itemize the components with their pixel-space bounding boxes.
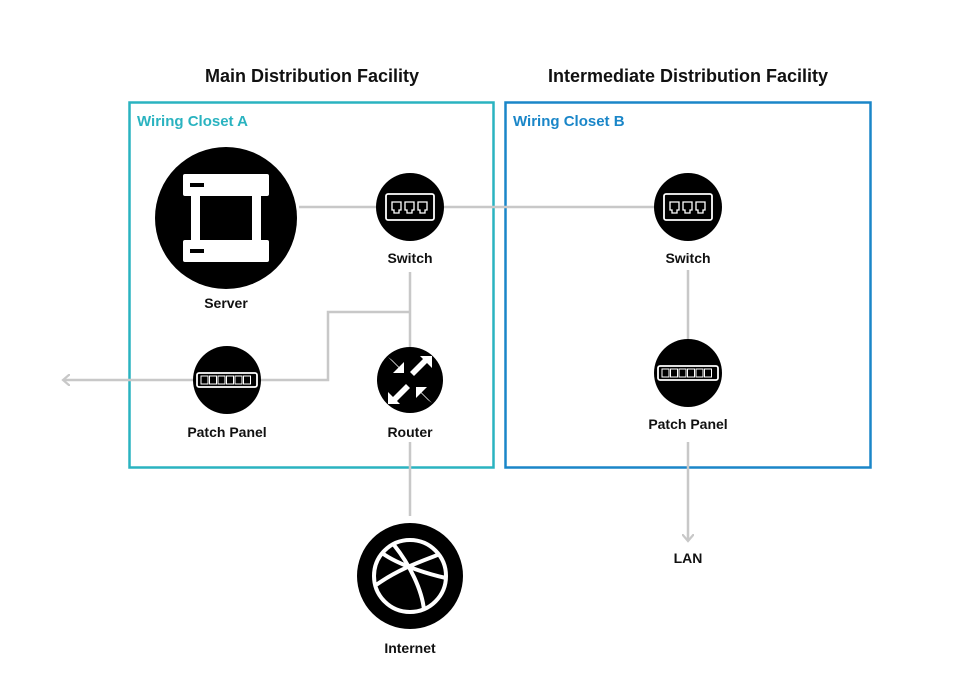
- switch-a-node[interactable]: [376, 173, 444, 241]
- router-label: Router: [387, 424, 433, 440]
- router-arrows-icon: [388, 356, 432, 404]
- switch-b-label: Switch: [665, 250, 711, 266]
- switch-b-node[interactable]: [654, 173, 722, 241]
- internet-label: Internet: [384, 640, 436, 656]
- lan-label: LAN: [673, 550, 703, 566]
- wiring-closet-a-box: [128, 101, 495, 469]
- patch-panel-icon: [196, 372, 258, 388]
- globe-icon: [372, 538, 448, 614]
- patch-panel-icon: [657, 365, 719, 381]
- intermediate-facility-heading: Intermediate Distribution Facility: [547, 66, 829, 86]
- network-switch-icon: [385, 193, 435, 221]
- switch-a-label: Switch: [387, 250, 433, 266]
- patch-panel-b-label: Patch Panel: [648, 416, 728, 432]
- server-node[interactable]: [155, 147, 297, 289]
- patch-panel-b-node[interactable]: [654, 339, 722, 407]
- link-router-patch-panel-a: [260, 310, 410, 382]
- patch-panel-a-node[interactable]: [193, 346, 261, 414]
- router-node[interactable]: [377, 347, 443, 413]
- patch-panel-a-label: Patch Panel: [187, 424, 267, 440]
- wiring-closet-b-label: Wiring Closet B: [513, 113, 625, 130]
- main-facility-heading: Main Distribution Facility: [204, 66, 420, 86]
- network-switch-icon: [663, 193, 713, 221]
- internet-node[interactable]: [357, 523, 463, 629]
- server-label: Server: [204, 295, 248, 311]
- server-rack-icon: [183, 174, 269, 262]
- wiring-closet-a-label: Wiring Closet A: [137, 113, 248, 130]
